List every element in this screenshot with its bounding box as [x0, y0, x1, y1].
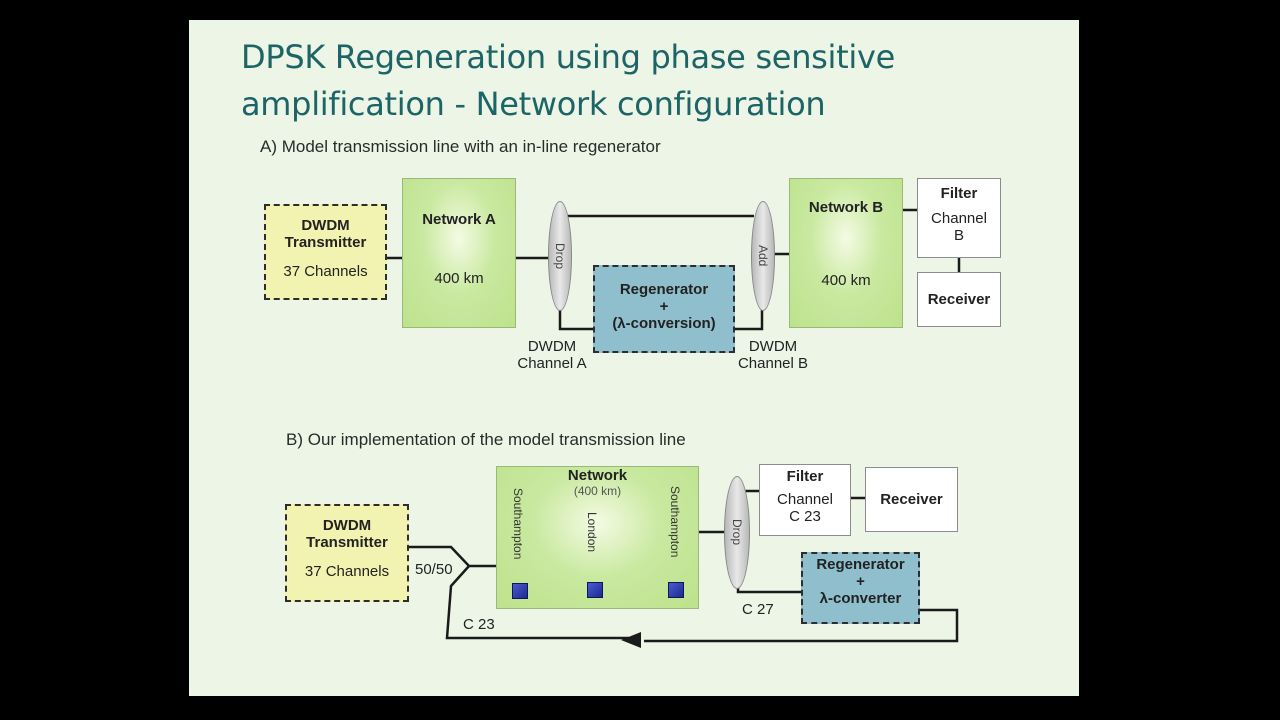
receiver-a-label: Receiver: [927, 291, 991, 308]
transmitter-b-line2: Transmitter: [306, 534, 388, 551]
splitter-label: 50/50: [415, 561, 453, 578]
slide-title: DPSK Regeneration using phase sensitive …: [241, 34, 1041, 128]
wire-regenerator-return: [644, 608, 959, 643]
regenerator-b-line1: Regenerator: [816, 556, 905, 573]
channel-b-line2: Channel B: [737, 355, 809, 372]
network-a: Network A 400 km: [402, 178, 516, 328]
filter-b-line3: C 23: [789, 508, 821, 525]
drop-coupler-a: Drop: [548, 201, 572, 311]
regen-channel-label: C 27: [742, 601, 774, 618]
node-2-cube-icon: [587, 582, 603, 598]
channel-b-line1: DWDM: [748, 338, 798, 355]
transmitter-a-channels: 37 Channels: [283, 263, 368, 280]
section-b-heading: B) Our implementation of the model trans…: [286, 430, 686, 449]
network-b: Network B 400 km: [789, 178, 903, 328]
network-a-name: Network A: [422, 211, 496, 228]
regenerator-a-line1: Regenerator: [619, 281, 709, 298]
transmitter-a-line1: DWDM: [301, 217, 350, 234]
receiver-b: Receiver: [865, 467, 958, 532]
network-a-distance: 400 km: [434, 270, 484, 287]
filter-a-line1: Filter: [940, 185, 978, 202]
section-a-heading: A) Model transmission line with an in-li…: [260, 137, 661, 156]
regenerator-a-line3: (λ-conversion): [612, 315, 716, 332]
wire-drop-regenerator: [558, 310, 593, 331]
add-coupler: Add: [751, 201, 775, 311]
node-southampton-1: Southampton: [511, 488, 525, 560]
regenerator-b-line3: λ-converter: [819, 590, 902, 607]
transmitter-a-line2: Transmitter: [284, 234, 367, 251]
drop-label-b: Drop: [730, 519, 744, 546]
wire-splitter-return: [445, 565, 629, 640]
node-london: London: [585, 512, 599, 553]
title-line-2: amplification - Network configuration: [241, 85, 826, 123]
regenerator-a: Regenerator + (λ-conversion): [593, 265, 735, 353]
network-400km: Network (400 km): [496, 466, 699, 609]
network-b-distance: 400 km: [821, 272, 871, 289]
transmitter-b-channels: 37 Channels: [304, 563, 390, 580]
return-arrow-head: [621, 632, 641, 648]
filter-a-line3: B: [953, 227, 964, 244]
channel-a-line2: Channel A: [517, 355, 587, 372]
drop-label-a: Drop: [553, 242, 567, 269]
transmitter-b-line1: DWDM: [322, 517, 372, 534]
filter-b-line1: Filter: [786, 468, 824, 485]
node-3-cube-icon: [668, 582, 684, 598]
network-name: Network: [567, 467, 628, 484]
node-1-cube-icon: [512, 583, 528, 599]
regenerator-a-line2: +: [659, 298, 669, 315]
filter-channel-c23: Filter Channel C 23: [759, 464, 851, 536]
section-b-dwdm-transmitter: DWDM Transmitter 37 Channels: [285, 504, 409, 602]
wire-regenerator-add: [735, 310, 764, 331]
wire-tx-splitter: [409, 545, 496, 568]
add-label: Add: [756, 245, 770, 267]
section-a-dwdm-transmitter: DWDM Transmitter 37 Channels: [264, 204, 387, 300]
return-channel-label: C 23: [463, 616, 495, 633]
node-southampton-2: Southampton: [668, 486, 682, 558]
title-line-1: DPSK Regeneration using phase sensitive: [241, 38, 896, 76]
dwdm-channel-a-label: DWDM Channel A: [507, 338, 597, 372]
dwdm-channel-b-label: DWDM Channel B: [727, 338, 819, 372]
network-distance: (400 km): [573, 484, 622, 498]
drop-coupler-b: Drop: [724, 476, 750, 589]
receiver-a: Receiver: [917, 272, 1001, 327]
filter-a-line2: Channel: [931, 210, 987, 227]
channel-a-line1: DWDM: [527, 338, 577, 355]
network-b-name: Network B: [808, 199, 884, 216]
receiver-b-label: Receiver: [880, 491, 943, 508]
regenerator-b-line2: +: [856, 573, 865, 590]
slide: DPSK Regeneration using phase sensitive …: [189, 20, 1079, 696]
wire-drop-regenerator: [736, 586, 801, 594]
regenerator-b: Regenerator + λ-converter: [801, 552, 920, 624]
filter-b-line2: Channel: [777, 491, 833, 508]
filter-channel-b: Filter Channel B: [917, 178, 1001, 258]
